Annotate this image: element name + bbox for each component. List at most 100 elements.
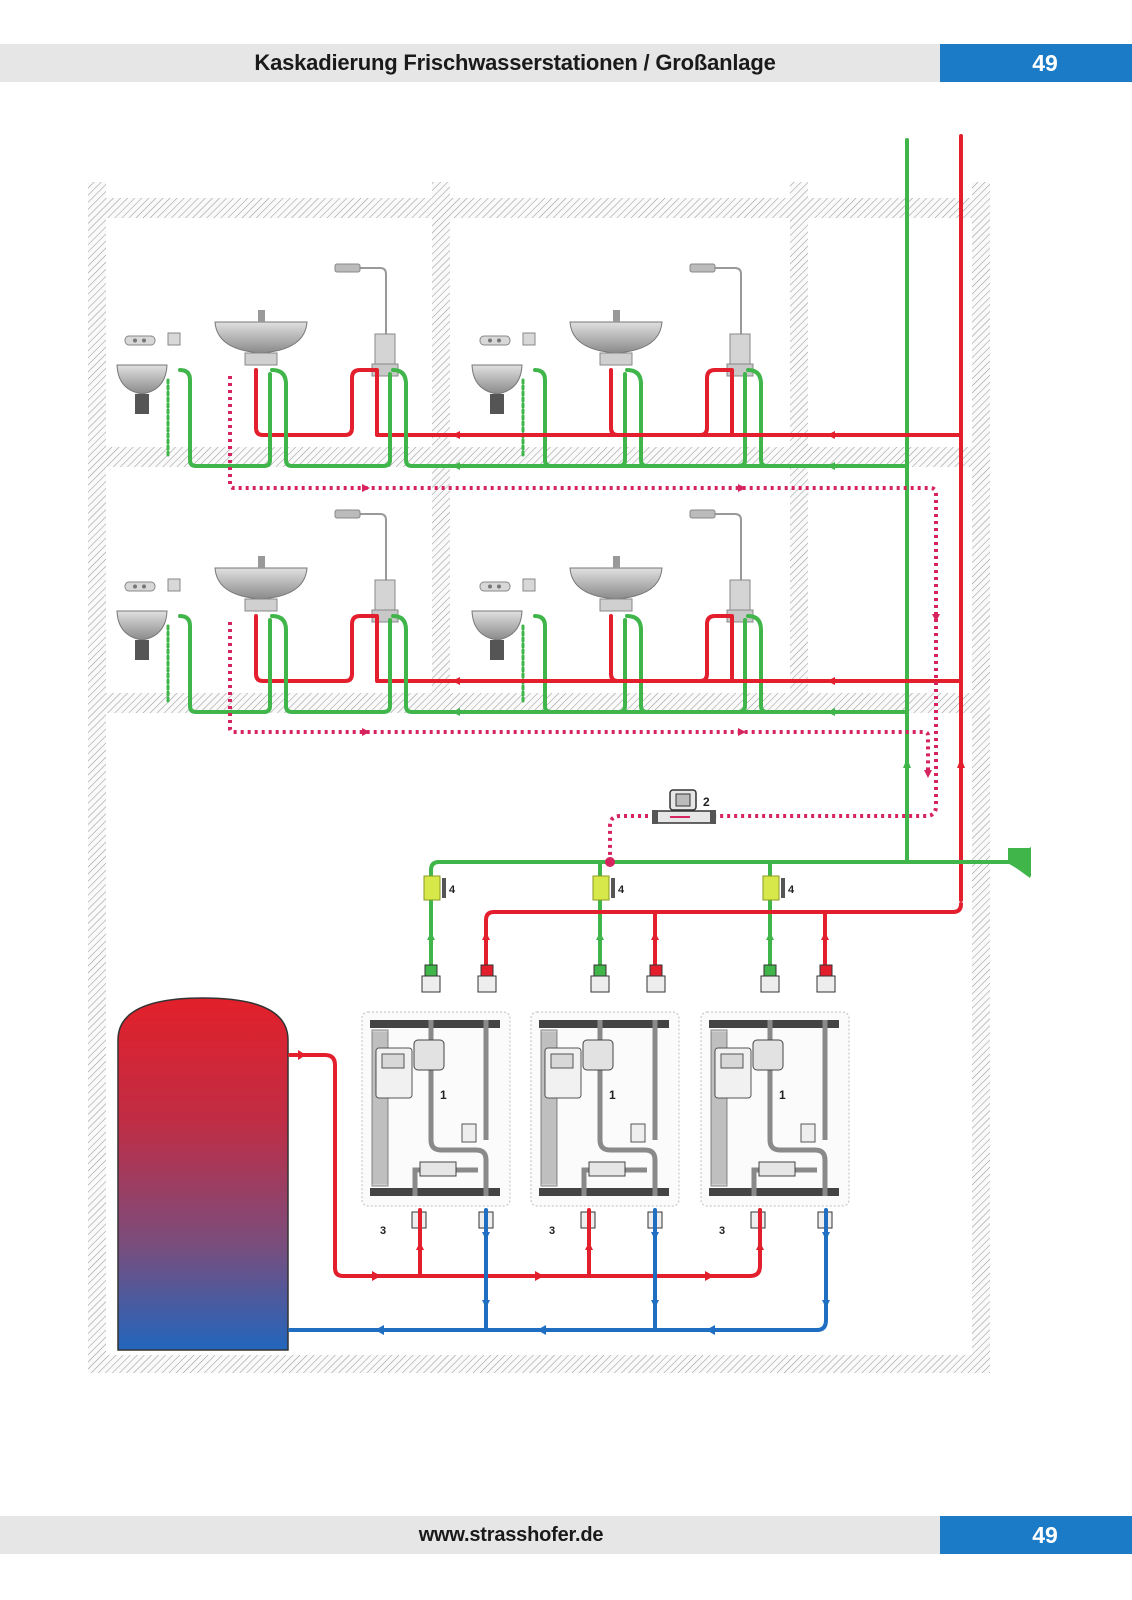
internal-piping <box>751 1020 828 1196</box>
circulation-pump-station <box>752 1039 784 1071</box>
internal-piping <box>412 1020 489 1196</box>
label-station: 1 <box>779 1088 786 1102</box>
sensor <box>630 1123 646 1143</box>
floor-bottom <box>88 1355 990 1373</box>
valve-top-hot <box>816 975 836 993</box>
label-valve: 3 <box>549 1225 555 1237</box>
header-bar <box>0 44 940 82</box>
mounting-rail-top <box>370 1020 500 1028</box>
shower-head <box>334 509 361 519</box>
basin-valves <box>244 598 278 612</box>
mounting-rail-bottom <box>370 1188 500 1196</box>
circulation-pump-station <box>582 1039 614 1071</box>
valve-top-hot <box>477 975 497 993</box>
toilet <box>116 610 168 641</box>
controller-display <box>720 1053 744 1069</box>
shower-head <box>689 509 716 519</box>
sensor <box>461 1123 477 1143</box>
mounting-rail-top <box>709 1020 839 1028</box>
fresh-water-station: 134 <box>530 875 680 1237</box>
cold-branch <box>178 368 272 468</box>
tap <box>613 310 620 322</box>
basin-valves <box>599 598 633 612</box>
mounting-rail-top <box>539 1020 669 1028</box>
page-footer: www.strasshofer.de 49 <box>0 1516 1132 1554</box>
flow-meter <box>588 1161 626 1177</box>
floor-middle <box>88 693 990 713</box>
shower-head <box>334 263 361 273</box>
mounting-rail-bottom <box>709 1188 839 1196</box>
shower-pipe <box>357 513 387 580</box>
hot-branch <box>254 614 458 683</box>
valve-top-cold <box>421 975 441 993</box>
fresh-water-station: 1 3 4 <box>361 875 511 1237</box>
tap <box>258 556 265 568</box>
valve-top-cold <box>590 975 610 993</box>
basin-valves <box>599 352 633 366</box>
label-pump: 2 <box>703 795 710 809</box>
tap <box>613 556 620 568</box>
header-page-tab <box>940 44 1132 82</box>
flow-meter <box>419 1161 457 1177</box>
toilet-flush-plate <box>124 335 156 346</box>
sensor <box>800 1123 816 1143</box>
water-meter <box>762 875 780 901</box>
floor-mains <box>452 431 963 470</box>
shower-thermostat <box>729 333 751 365</box>
circulation-line <box>228 376 940 855</box>
risers <box>903 134 965 902</box>
sanitary-fixtures <box>116 263 754 660</box>
basin-valves <box>244 352 278 366</box>
toilet <box>116 364 168 395</box>
cold-branch <box>178 614 272 714</box>
footer-page-tab <box>940 1516 1132 1554</box>
toilet <box>471 364 523 395</box>
footer-url: www.strasshofer.de <box>418 1524 604 1546</box>
shower-pipe <box>712 513 742 580</box>
label-meter: 4 <box>449 884 456 896</box>
toilet-valve <box>167 332 181 346</box>
page-header: Kaskadierung Frischwasserstationen / Gro… <box>0 44 1132 82</box>
hot-branch <box>254 368 458 437</box>
circulation-pump: 2 <box>652 789 716 824</box>
label-meter: 4 <box>788 884 795 896</box>
room-piping <box>166 368 458 468</box>
toilet <box>471 610 523 641</box>
toilet-flush-plate <box>479 581 511 592</box>
shower-thermostat <box>729 579 751 611</box>
ceiling-top <box>88 198 990 218</box>
floor-mains <box>452 677 963 716</box>
toilet-valve <box>522 578 536 592</box>
floor-upper <box>88 447 990 467</box>
fresh-water-station: 134 <box>700 875 850 1237</box>
label-valve: 3 <box>380 1225 386 1237</box>
toilet-flush-plate <box>479 335 511 346</box>
footer-page-number: 49 <box>1032 1522 1058 1548</box>
shower-thermostat <box>374 333 396 365</box>
wall-right <box>972 182 990 1372</box>
toilet-flush-plate <box>124 581 156 592</box>
internal-piping <box>581 1020 658 1196</box>
shower-pipe <box>712 267 742 334</box>
footer-bar <box>0 1516 940 1554</box>
floor-piping <box>166 368 963 716</box>
tap <box>258 310 265 322</box>
label-station: 1 <box>609 1088 616 1102</box>
toilet-valve <box>167 578 181 592</box>
toilet-valve <box>522 332 536 346</box>
controller-display <box>550 1053 574 1069</box>
room-piping <box>166 614 458 714</box>
buffer-tank <box>117 997 289 1351</box>
shower-pipe <box>357 267 387 334</box>
valve-top-cold <box>760 975 780 993</box>
tank-piping <box>288 1050 830 1335</box>
page-title: Kaskadierung Frischwasserstationen / Gro… <box>254 50 776 75</box>
water-meter <box>592 875 610 901</box>
shower-thermostat <box>374 579 396 611</box>
label-station: 1 <box>440 1088 447 1102</box>
flow-meter <box>758 1161 796 1177</box>
water-meter <box>423 875 441 901</box>
valve-top-hot <box>646 975 666 993</box>
